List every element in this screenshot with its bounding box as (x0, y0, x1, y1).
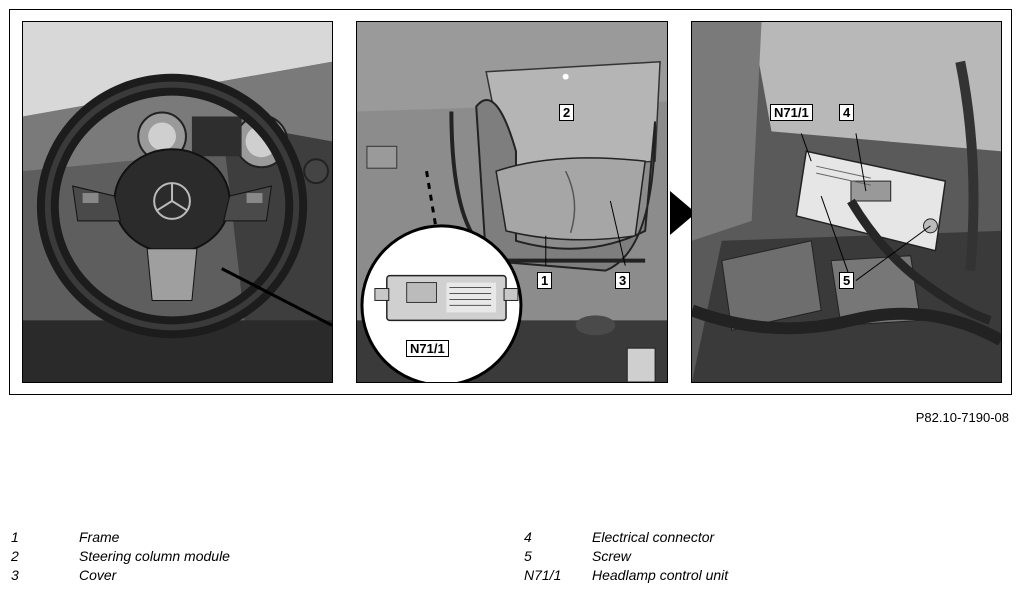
legend-desc: Frame (79, 529, 120, 545)
callout-4: 4 (839, 104, 855, 121)
legend-desc: Electrical connector (592, 529, 715, 545)
legend-key: 1 (11, 529, 19, 545)
legend-key: 2 (11, 548, 19, 564)
legend-row: 1 Frame (11, 528, 451, 547)
callout-5: 5 (839, 272, 855, 289)
control-unit-photo (691, 21, 1002, 383)
legend-row: 2 Steering column module (11, 547, 451, 566)
legend-row: 3 Cover (11, 566, 451, 585)
legend-row: N71/1 Headlamp control unit (524, 566, 964, 585)
steering-wheel-photo (22, 21, 333, 383)
callout-n71-1-mid: N71/1 (406, 340, 449, 357)
legend-row: 4 Electrical connector (524, 528, 964, 547)
legend-left: 1 Frame 2 Steering column module 3 Cover (11, 528, 451, 585)
legend-right: 4 Electrical connector 5 Screw N71/1 Hea… (524, 528, 964, 585)
legend-desc: Steering column module (79, 548, 230, 564)
steering-column-photo (356, 21, 668, 383)
legend-key: 3 (11, 567, 19, 583)
legend-key: 5 (524, 548, 532, 564)
callout-2: 2 (559, 104, 575, 121)
callout-1: 1 (537, 272, 553, 289)
callout-3: 3 (615, 272, 631, 289)
legend-desc: Screw (592, 548, 631, 564)
legend-key: 4 (524, 529, 532, 545)
figure-frame: 2 1 3 N71/1 N71/1 4 5 (9, 9, 1012, 395)
legend-key: N71/1 (524, 567, 562, 583)
figure-id: P82.10-7190-08 (915, 410, 1009, 425)
legend-desc: Cover (79, 567, 117, 583)
callout-n71-1-right: N71/1 (770, 104, 813, 121)
legend-row: 5 Screw (524, 547, 964, 566)
legend-desc: Headlamp control unit (592, 567, 729, 583)
